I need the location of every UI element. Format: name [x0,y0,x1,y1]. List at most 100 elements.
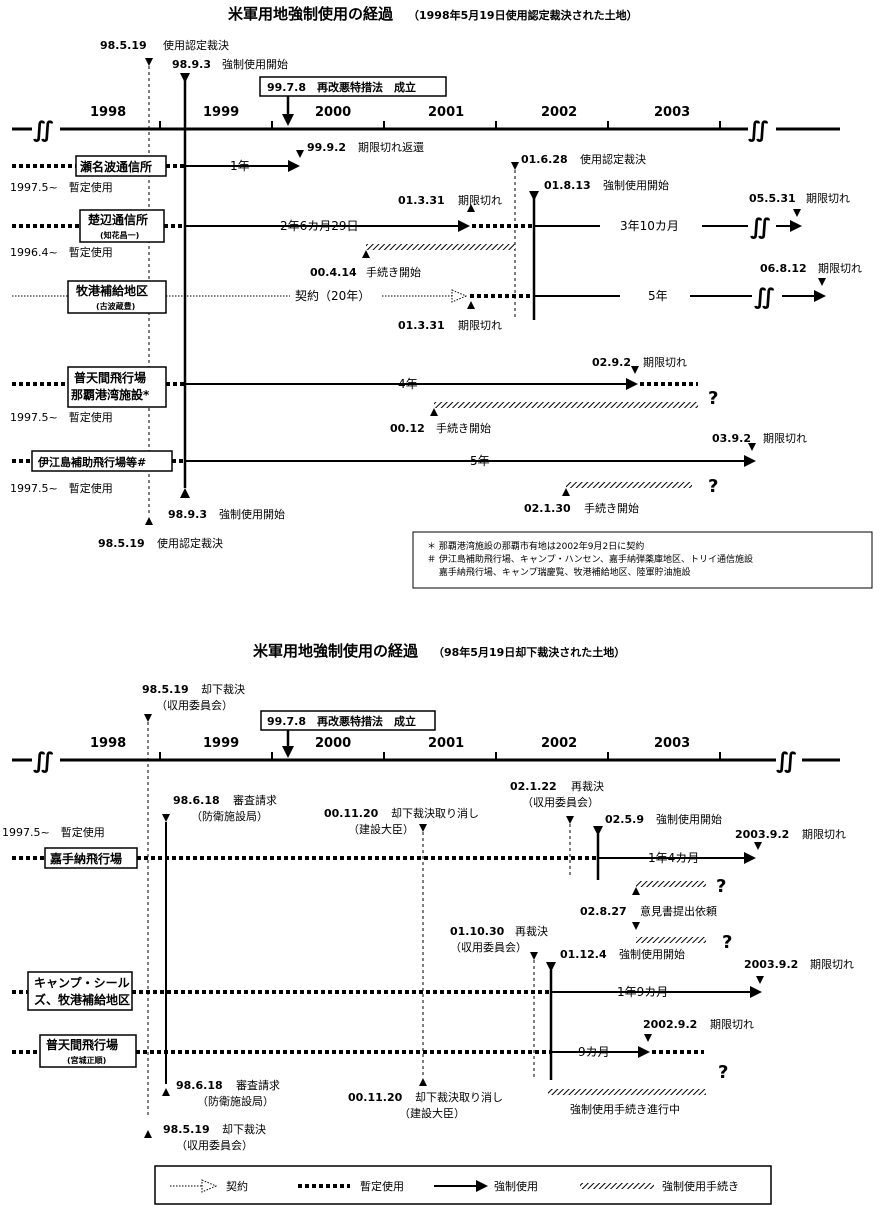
arrow-down-icon [144,714,152,722]
arrow-down-icon [145,58,153,66]
event-text: 期限切れ [458,319,502,332]
event-date: 02.8.27 [580,905,627,918]
event-date: 06.8.12 [760,262,807,275]
year-label: 2002 [541,105,577,120]
axis-break-icon: ∬ [33,118,54,143]
facility-owner: (知花昌一) [100,230,139,240]
arrow-down-icon [511,162,519,170]
event-text: 使用認定裁決 [580,152,646,166]
event-text: 期限切れ [643,356,687,369]
duration-label: 1年 [230,159,250,173]
provisional-label: 1997.5~ 暫定使用 [10,180,113,194]
axis-break-icon: ∬ [750,215,771,240]
event-date: 05.5.31 [749,192,796,205]
arrow-right-icon [814,290,826,302]
axis-break-icon: ∬ [754,285,775,310]
arrow-up-icon [362,250,370,258]
event-date: 03.9.2 [712,432,751,445]
facility-name: 牧港補給地区 [76,283,148,298]
facility-name: 嘉手納飛行場 [49,851,122,866]
legend: 契約 暫定使用 強制使用 強制使用手続き [154,1165,772,1205]
arrow-down-icon [162,814,170,822]
facility-name: 普天間飛行場 [46,1037,118,1052]
contract-label: 契約（20年） [295,288,370,303]
notes-box [412,531,873,589]
arrow-down-icon [546,962,556,972]
provisional-label: 1996.4~ 暫定使用 [10,245,113,259]
top-title: 米軍用地強制使用の経過 [228,5,394,23]
arrow-up-icon [430,408,438,416]
arrow-down-icon [530,952,538,960]
legend-label: 強制使用手続き [662,1179,739,1193]
event-date: 98.6.18 [173,794,220,807]
facility-name: キャンプ・シール [34,975,130,990]
year-label: 1999 [203,736,239,751]
question-mark: ? [708,476,718,497]
event-text: 期限切れ [710,1018,754,1031]
event-date: 00.11.20 [324,807,379,820]
year-label: 1999 [203,105,239,120]
event-sub: （建設大臣） [348,822,414,836]
arrow-up-icon [467,204,475,212]
year-label: 2003 [654,105,690,120]
arrow-down-icon [818,278,826,286]
facility-name: 瀬名波通信所 [79,159,152,174]
arrow-right-icon [288,160,300,172]
event-text: 却下裁決取り消し [391,806,479,820]
duration-label: 9カ月 [578,1045,610,1059]
event-text: 使用認定裁決 [157,536,223,550]
facility-name: 楚辺通信所 [87,212,148,227]
arrow-down-icon [180,73,190,83]
event-sub: （防衛施設局） [197,1094,274,1108]
event-text: 再裁決 [515,925,548,938]
question-mark: ? [718,1062,728,1083]
row-sena: 瀬名波通信所 1年 99.9.2 期限切れ返還 1997.5~ 暫定使用 [10,141,424,194]
event-text: 手続き開始 [584,501,639,515]
event-text: 審査請求 [236,1078,280,1092]
event-date: 2003.9.2 [744,958,798,971]
axis-break-icon: ∬ [776,749,797,774]
row-makiminato: 牧港補給地区 (古波蔵豊) 契約（20年） 01.3.31 期限切れ 5年 ∬ … [12,262,862,332]
year-label: 2002 [541,736,577,751]
event-text: 強制使用開始 [219,507,285,521]
question-mark: ? [708,388,718,409]
event-text: 審査請求 [233,793,277,807]
event-date: 98.5.19 [142,683,189,696]
event-sub: （防衛施設局） [191,809,268,823]
event-date: 98.9.3 [172,58,211,71]
tokusoho-box [260,710,436,731]
event-date: 00.11.20 [348,1091,403,1104]
event-date: 02.9.2 [592,356,631,369]
axis-break-icon: ∬ [748,118,769,143]
facility-name: 那覇港湾施設* [71,387,150,402]
arrow-right-icon [476,1180,488,1192]
duration-label: 3年10カ月 [620,219,679,233]
arrow-right-icon [790,220,802,232]
event-text: 期限切れ [458,194,502,207]
event-date: 01.12.4 [560,948,607,961]
arrow-right-icon [744,852,756,864]
arrow-up-icon [145,517,153,525]
facility-name: ズ、牧港補給地区 [34,992,130,1007]
event-sub: （収用委員会） [156,699,233,712]
year-label: 2000 [315,736,351,751]
arrow-right-icon [201,1179,218,1193]
year-label: 1998 [90,736,126,751]
bottom-diagram: 米軍用地強制使用の経過 （98年5月19日却下裁決された土地） ∬ ∬ 1998… [2,642,854,1152]
duration-label: 2年6カ月29日 [280,219,359,233]
arrow-down-icon [632,922,640,930]
duration-label: 1年9カ月 [617,985,668,999]
provisional-label: 1997.5~ 暫定使用 [10,481,113,495]
arrow-down-icon [296,150,304,158]
arrow-up-icon [419,1078,427,1086]
event-date: 98.5.19 [98,537,145,550]
event-text: 期限切れ [763,432,807,445]
question-mark: ? [716,876,726,897]
facility-name: 普天間飛行場 [74,370,146,385]
top-diagram: 米軍用地強制使用の経過 （1998年5月19日使用認定裁決された土地） ∬ ∬ … [10,5,873,589]
note-line: 嘉手納飛行場、キャンプ瑞慶覧、牧港補給地区、陸軍貯油施設 [427,566,691,578]
event-sub: （収用委員会） [450,941,527,954]
arrow-right-icon [451,289,468,303]
event-text: 強制使用開始 [603,178,669,192]
year-label: 2003 [654,736,690,751]
